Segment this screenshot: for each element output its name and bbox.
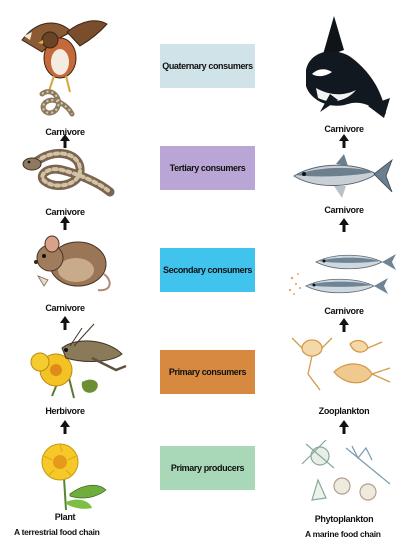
marine-level-4-label: Zooplankton [289, 406, 399, 416]
phytoplankton-illustration [296, 434, 396, 508]
marine-level-2-label: Carnivore [289, 205, 399, 215]
marine-level-5-label: Phytoplankton [289, 514, 399, 524]
tuna-illustration [286, 152, 396, 202]
marine-level-3-label: Carnivore [289, 306, 399, 316]
plant-illustration [30, 438, 110, 510]
terrestrial-level-4-label: Herbivore [10, 406, 120, 416]
mouse-illustration [26, 230, 118, 296]
terrestrial-caption: A terrestrial food chain [14, 527, 100, 537]
level-quaternary-consumers: Quaternary consumers [160, 44, 255, 88]
marine-level-1-label: Carnivore [289, 124, 399, 134]
marine-caption: A marine food chain [305, 529, 381, 539]
level-tertiary-consumers: Tertiary consumers [160, 146, 255, 190]
level-secondary-consumers: Secondary consumers [160, 248, 255, 292]
up-arrow-icon [60, 134, 70, 148]
up-arrow-icon [60, 216, 70, 230]
terrestrial-level-5-label: Plant [10, 512, 120, 522]
zooplankton-illustration [290, 334, 396, 402]
snake-illustration [18, 142, 118, 202]
up-arrow-icon [339, 134, 349, 148]
up-arrow-icon [60, 420, 70, 434]
hawk-illustration [12, 10, 112, 122]
up-arrow-icon [60, 316, 70, 330]
level-primary-consumers: Primary consumers [160, 350, 255, 394]
up-arrow-icon [339, 318, 349, 332]
grasshopper-illustration [22, 322, 130, 400]
up-arrow-icon [339, 420, 349, 434]
terrestrial-level-3-label: Carnivore [10, 303, 120, 313]
up-arrow-icon [339, 218, 349, 232]
small-fish-illustration [286, 248, 402, 302]
orca-illustration [286, 10, 396, 122]
level-primary-producers: Primary producers [160, 446, 255, 490]
